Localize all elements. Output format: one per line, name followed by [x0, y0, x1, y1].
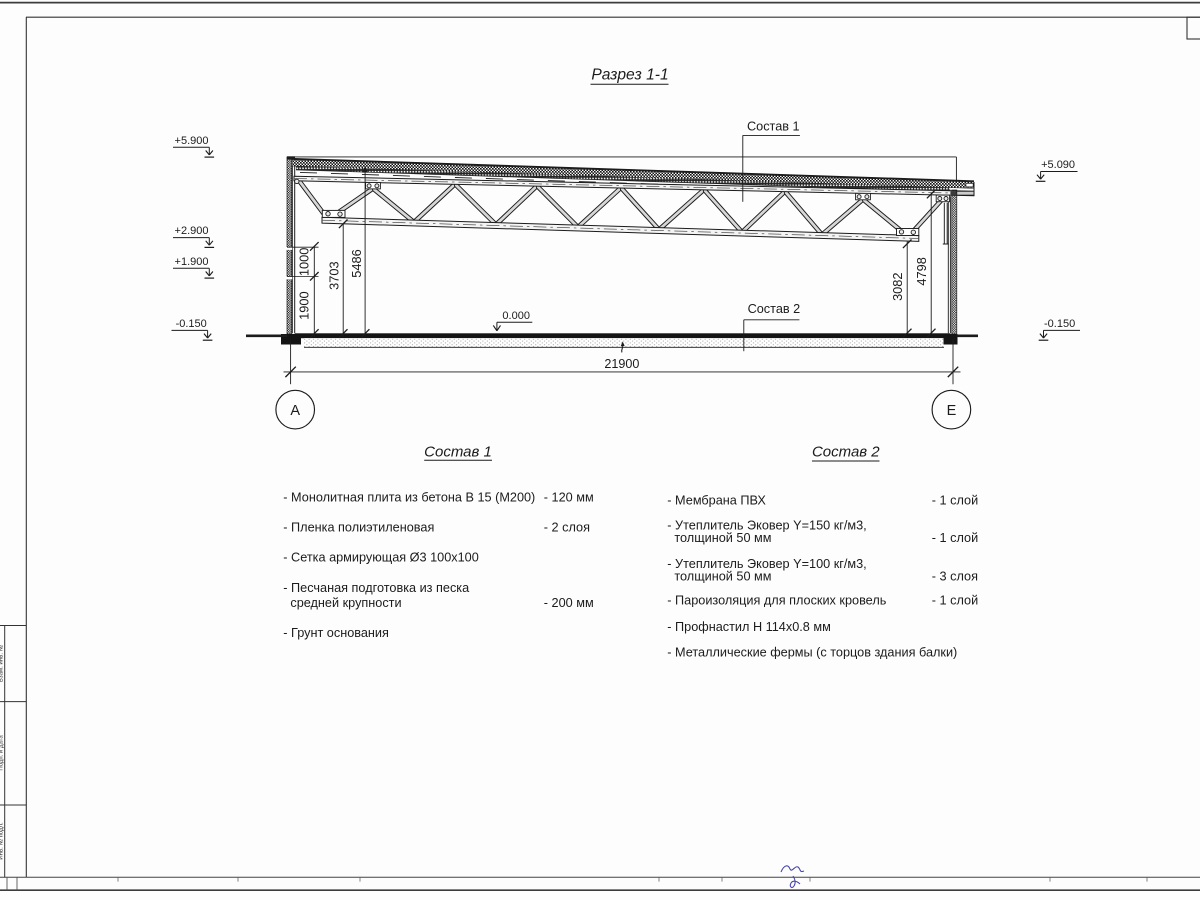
svg-text:Е: Е [947, 403, 957, 419]
svg-text:- 1 слой: - 1 слой [932, 493, 978, 507]
svg-text:1900: 1900 [297, 291, 312, 319]
svg-text:- Песчаная подготовка из песка: - Песчаная подготовка из песка [283, 581, 470, 595]
svg-text:средней крупности: средней крупности [283, 596, 401, 610]
svg-text:0.000: 0.000 [502, 310, 530, 322]
svg-text:- 1 слой: - 1 слой [932, 593, 978, 607]
svg-text:Состав 1: Состав 1 [424, 443, 492, 460]
svg-text:толщиной 50 мм: толщиной 50 мм [667, 570, 771, 584]
svg-text:3703: 3703 [327, 261, 342, 289]
svg-text:+5.900: +5.900 [175, 135, 209, 147]
svg-text:- 200 мм: - 200 мм [544, 596, 594, 610]
svg-text:+1.900: +1.900 [175, 256, 209, 268]
svg-text:А: А [290, 403, 300, 419]
svg-text:толщиной 50 мм: толщиной 50 мм [667, 531, 771, 545]
svg-text:- Пароизоляция для плоских кро: - Пароизоляция для плоских кровель [667, 593, 886, 607]
svg-text:+5.090: +5.090 [1041, 159, 1075, 171]
svg-text:-0.150: -0.150 [1044, 318, 1075, 330]
svg-text:- Грунт основания: - Грунт основания [283, 626, 389, 640]
svg-text:Инв. № подл.: Инв. № подл. [0, 822, 5, 860]
svg-text:-0.150: -0.150 [176, 318, 207, 330]
svg-text:- Утеплитель Эковер Y=100 кг/м: - Утеплитель Эковер Y=100 кг/м3, [667, 557, 866, 571]
svg-text:+2.900: +2.900 [175, 225, 209, 237]
svg-text:5486: 5486 [349, 249, 364, 277]
svg-text:- Утеплитель Эковер Y=150 кг/м: - Утеплитель Эковер Y=150 кг/м3, [667, 518, 866, 532]
svg-text:Состав 1: Состав 1 [747, 119, 800, 133]
svg-text:Подп. и дата: Подп. и дата [0, 735, 5, 771]
svg-text:- Монолитная плита из бетона В: - Монолитная плита из бетона В 15 (М200) [283, 491, 535, 505]
svg-text:- Пленка полиэтиленовая: - Пленка полиэтиленовая [283, 521, 434, 535]
svg-text:Состав 2: Состав 2 [748, 302, 801, 316]
svg-text:- 2 слоя: - 2 слоя [544, 521, 590, 535]
svg-text:- Сетка армирующая Ø3 100х100: - Сетка армирующая Ø3 100х100 [283, 551, 479, 565]
svg-text:1000: 1000 [297, 248, 312, 276]
svg-text:Разрез 1-1: Разрез 1-1 [591, 67, 668, 84]
svg-text:4798: 4798 [914, 257, 929, 285]
svg-text:Взам. инв. №: Взам. инв. № [0, 645, 5, 682]
svg-text:- 120 мм: - 120 мм [544, 491, 594, 505]
svg-text:- 1 слой: - 1 слой [932, 531, 978, 545]
svg-text:21900: 21900 [604, 357, 639, 371]
svg-text:3082: 3082 [890, 272, 905, 300]
svg-text:- Металлические фермы (с торцо: - Металлические фермы (с торцов здания б… [667, 645, 957, 659]
svg-text:- 3 слоя: - 3 слоя [932, 570, 978, 584]
svg-text:Состав 2: Состав 2 [812, 444, 880, 461]
svg-text:- Профнастил Н 114х0.8 мм: - Профнастил Н 114х0.8 мм [667, 620, 831, 634]
svg-text:- Мембрана ПВХ: - Мембрана ПВХ [667, 493, 766, 507]
